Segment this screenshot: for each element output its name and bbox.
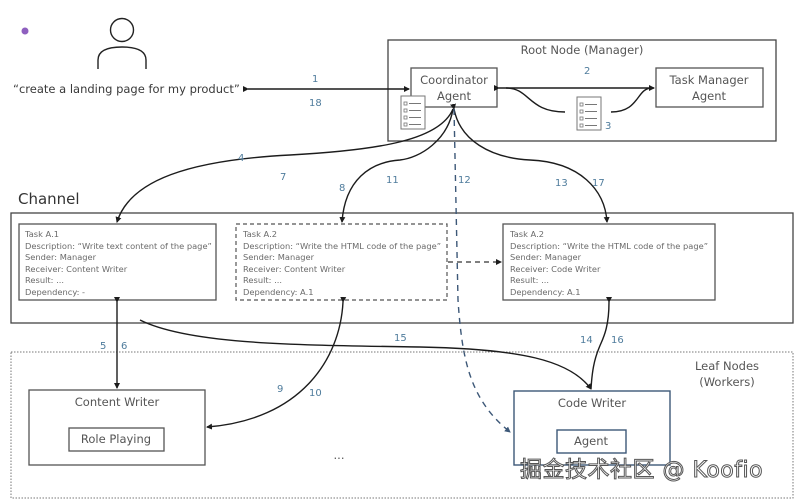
task-list-icon — [400, 95, 426, 130]
step-number: 14 — [580, 335, 593, 346]
svg-text:Task A.2: Task A.2 — [242, 229, 277, 239]
svg-text:Description: “Write the HTML c: Description: “Write the HTML code of the… — [243, 241, 441, 251]
step-number: 13 — [555, 178, 568, 189]
svg-text:Sender: Manager: Sender: Manager — [243, 252, 315, 262]
doc-connector-left — [505, 87, 566, 113]
agent-box[interactable] — [556, 429, 627, 454]
svg-text:Receiver: Content Writer: Receiver: Content Writer — [243, 264, 346, 274]
svg-text:Result: ...: Result: ... — [25, 275, 64, 285]
step-number: 7 — [280, 172, 286, 183]
svg-text:Dependency: A.1: Dependency: A.1 — [243, 287, 314, 297]
task-manager-agent-box[interactable] — [655, 67, 764, 108]
arrow-task-a1-code-writer — [139, 319, 592, 390]
step-number: 1 — [312, 74, 318, 85]
step-number: 9 — [277, 384, 283, 395]
svg-text:Sender: Manager: Sender: Manager — [510, 252, 582, 262]
agent-label: Agent — [574, 434, 609, 448]
task-a2-content-text: Task A.2 Description: “Write the HTML co… — [242, 229, 441, 297]
coordinator-label-2: Agent — [437, 89, 472, 103]
svg-text:Dependency: A.1: Dependency: A.1 — [510, 287, 581, 297]
arrow-coordinator-task-a1 — [115, 108, 454, 223]
step-number: 6 — [121, 341, 127, 352]
svg-text:Description: “Write text conte: Description: “Write text content of the … — [25, 241, 212, 251]
watermark: 掘金技术社区 @ Koofio — [519, 458, 764, 484]
role-playing-label: Role Playing — [81, 432, 151, 446]
channel-container — [10, 212, 794, 324]
task-list-icon — [576, 96, 602, 131]
leaf-nodes-title-1: Leaf Nodes — [695, 359, 759, 373]
task-manager-label-1: Task Manager — [669, 73, 749, 87]
code-writer-title: Code Writer — [558, 396, 626, 410]
svg-text:Description: “Write the HTML c: Description: “Write the HTML code of the… — [510, 241, 708, 251]
step-number: 12 — [458, 175, 471, 186]
arrow-task-a2-content-writer — [206, 296, 347, 430]
step-number: 18 — [309, 98, 322, 109]
svg-text:Dependency: -: Dependency: - — [25, 287, 85, 297]
root-node-title: Root Node (Manager) — [521, 43, 644, 57]
step-number: 2 — [584, 66, 590, 77]
role-playing-box[interactable] — [68, 427, 165, 452]
content-writer-title: Content Writer — [75, 395, 160, 409]
svg-text:Receiver: Content Writer: Receiver: Content Writer — [25, 264, 128, 274]
step-number: 5 — [100, 341, 106, 352]
svg-text:Result: ...: Result: ... — [243, 275, 282, 285]
task-a2-code-text: Task A.2 Description: “Write the HTML co… — [509, 229, 708, 297]
svg-text:Result: ...: Result: ... — [510, 275, 549, 285]
task-a1-text: Task A.1 Description: “Write text conten… — [24, 229, 212, 297]
task-card-a2-content-writer[interactable] — [235, 223, 448, 301]
leaf-nodes-title-2: (Workers) — [699, 375, 754, 389]
doc-connector-right — [610, 87, 653, 113]
step-number: 11 — [386, 175, 399, 186]
step-number: 8 — [339, 183, 345, 194]
user-icon — [97, 17, 147, 69]
arrow-coordinator-code-writer — [453, 108, 511, 433]
more-workers-ellipsis: ... — [334, 448, 345, 462]
task-card-a2-code-writer[interactable] — [502, 223, 716, 301]
svg-text:Task A.1: Task A.1 — [24, 229, 59, 239]
step-number: 3 — [605, 121, 611, 132]
user-request: “create a landing page for my product” — [13, 82, 240, 96]
step-number: 15 — [394, 333, 407, 344]
svg-text:Sender: Manager: Sender: Manager — [25, 252, 97, 262]
step-number: 17 — [592, 178, 605, 189]
task-manager-label-2: Agent — [692, 89, 727, 103]
coordinator-label-1: Coordinator — [420, 73, 488, 87]
channel-title: Channel — [18, 190, 80, 208]
bullet-dot — [21, 27, 29, 35]
arrow-code-writer-task-a2 — [590, 296, 613, 390]
leaf-nodes-container — [10, 351, 794, 499]
step-number: 16 — [611, 335, 624, 346]
arrow-coordinator-task-a2 — [339, 108, 454, 223]
svg-text:Task A.2: Task A.2 — [509, 229, 544, 239]
arrow-coordinator-task-a2-code — [450, 103, 610, 223]
step-number: 10 — [309, 388, 322, 399]
step-number: 4 — [238, 153, 244, 164]
svg-text:Receiver: Code Writer: Receiver: Code Writer — [510, 264, 601, 274]
